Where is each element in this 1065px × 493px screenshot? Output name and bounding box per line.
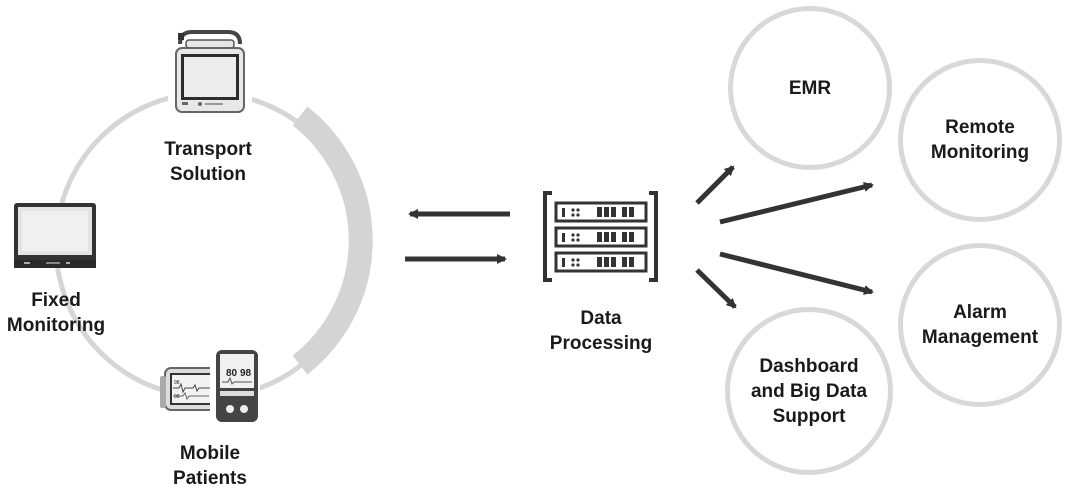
server-rack-icon xyxy=(543,191,658,282)
emr-line1: EMR xyxy=(788,77,832,99)
bedside-monitor-icon xyxy=(14,203,96,268)
dashboard-node: Dashboard and Big Data Support xyxy=(725,307,893,475)
bidirectional-arrows xyxy=(405,209,510,264)
alarm-management-node: Alarm Management xyxy=(898,243,1062,407)
alarm-line1: Alarm xyxy=(953,302,1007,323)
alarm-line2: Management xyxy=(921,327,1039,348)
dashboard-line1: Dashboard xyxy=(759,355,859,377)
handheld-reading-2: 98 xyxy=(174,394,180,400)
output-arrows xyxy=(695,165,874,309)
data-line2: Processing xyxy=(549,333,653,354)
alarm-management-label: Alarm Management xyxy=(922,300,1038,350)
wearable-monitor-icon: 80 98 98 98 xyxy=(160,346,260,426)
data-line1: Data xyxy=(580,308,622,329)
mobile-patients-label: Mobile Patients xyxy=(150,441,270,491)
data-processing-label: Data Processing xyxy=(533,306,669,356)
fixed-line2: Monitoring xyxy=(6,315,106,336)
mobile-line2: Patients xyxy=(173,468,247,489)
remote-line2: Monitoring xyxy=(930,142,1030,163)
remote-monitoring-label: Remote Monitoring xyxy=(931,115,1029,165)
transport-line2: Solution xyxy=(170,164,246,185)
emr-node: EMR xyxy=(728,6,892,170)
ring-thick-arc xyxy=(292,106,373,375)
dashboard-line3: Support xyxy=(772,405,846,427)
fixed-line1: Fixed xyxy=(31,290,81,311)
fixed-monitoring-label: Fixed Monitoring xyxy=(0,288,112,338)
wearable-reading-2: 98 xyxy=(240,368,252,379)
wearable-reading-1: 80 xyxy=(226,368,238,379)
remote-monitoring-node: Remote Monitoring xyxy=(898,58,1062,222)
transport-line1: Transport xyxy=(164,139,252,160)
transport-solution-label: Transport Solution xyxy=(148,137,268,187)
mobile-line1: Mobile xyxy=(179,443,241,464)
handheld-reading-1: 98 xyxy=(174,380,180,386)
emr-label: EMR xyxy=(789,76,831,101)
transport-monitor-icon xyxy=(168,30,252,115)
dashboard-line2: and Big Data xyxy=(750,380,868,402)
remote-line1: Remote xyxy=(945,117,1015,138)
dashboard-label: Dashboard and Big Data Support xyxy=(751,354,867,429)
